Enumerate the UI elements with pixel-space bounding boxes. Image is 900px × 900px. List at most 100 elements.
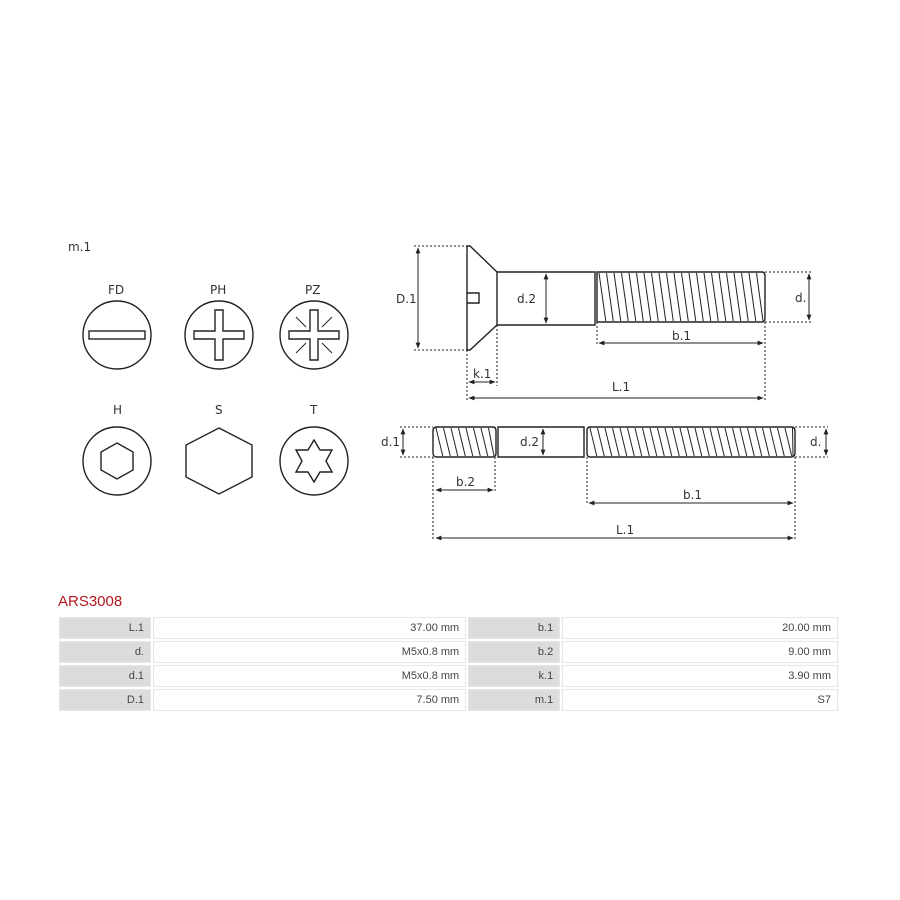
thread-line xyxy=(606,272,614,322)
thread-line xyxy=(488,427,495,457)
thread-line xyxy=(754,427,763,457)
dim-b2: b.2 xyxy=(456,475,475,489)
thread-line xyxy=(666,272,674,322)
thread-line xyxy=(732,427,740,457)
spec-label: b.2 xyxy=(468,641,561,663)
thread-line xyxy=(443,427,451,457)
thread-line xyxy=(733,272,742,322)
drive-label: FD xyxy=(108,283,124,297)
thread-line xyxy=(777,427,785,457)
thread-line xyxy=(792,427,794,457)
dim-d2: d.2 xyxy=(520,435,539,449)
thread-line xyxy=(597,427,605,457)
spec-value: 20.00 mm xyxy=(562,617,838,639)
hex-head-icon: S xyxy=(185,403,253,495)
spec-value: M5x0.8 mm xyxy=(153,665,467,687)
thread-line xyxy=(741,272,749,322)
spec-value: 3.90 mm xyxy=(562,665,838,687)
thread-line xyxy=(658,272,667,322)
thread-line xyxy=(619,427,628,457)
thread-line xyxy=(480,427,489,457)
phillips-drive-icon: PH xyxy=(184,283,254,370)
drive-label: H xyxy=(113,403,122,417)
thread-line xyxy=(718,272,727,322)
drive-label: PH xyxy=(210,283,226,297)
thread-line xyxy=(621,272,629,322)
thread-line xyxy=(702,427,710,457)
drive-types-heading: m.1 xyxy=(68,240,91,254)
spec-label: d. xyxy=(59,641,151,663)
stud-drawing: d.1 d.2 d. b.2 b.1 L.1 xyxy=(381,426,829,541)
thread-line xyxy=(642,427,650,457)
thread-line xyxy=(643,272,652,322)
thread-line xyxy=(613,272,622,322)
thread-line xyxy=(598,272,607,322)
spec-value: S7 xyxy=(562,689,838,711)
spec-value: 37.00 mm xyxy=(153,617,467,639)
thread-line xyxy=(694,427,703,457)
thread-line xyxy=(711,272,719,322)
thread-line xyxy=(688,272,697,322)
thread-line xyxy=(628,272,637,322)
dim-d: d. xyxy=(810,435,821,449)
thread-line xyxy=(703,272,712,322)
thread-line xyxy=(756,272,764,322)
slotted-drive-icon: FD xyxy=(82,283,152,370)
thread-line xyxy=(589,427,598,457)
thread-line xyxy=(450,427,459,457)
thread-line xyxy=(435,427,444,457)
drive-label: T xyxy=(309,403,318,417)
pozidriv-drive-icon: PZ xyxy=(279,283,349,370)
thread-line xyxy=(627,427,635,457)
spec-label: k.1 xyxy=(468,665,561,687)
thread-line xyxy=(709,427,718,457)
product-code: ARS3008 xyxy=(58,593,123,610)
thread-line xyxy=(649,427,658,457)
dim-d1: d.1 xyxy=(381,435,400,449)
spec-label: D.1 xyxy=(59,689,151,711)
thread-line xyxy=(724,427,733,457)
thread-line xyxy=(657,427,665,457)
thread-line xyxy=(458,427,466,457)
dim-L1: L.1 xyxy=(612,380,630,394)
spec-value: M5x0.8 mm xyxy=(153,641,467,663)
torx-drive-icon: T xyxy=(279,403,349,496)
thread-line xyxy=(672,427,680,457)
thread-line xyxy=(748,272,757,322)
thread-line xyxy=(634,427,643,457)
thread-line xyxy=(673,272,682,322)
spec-label: d.1 xyxy=(59,665,151,687)
dim-d2: d.2 xyxy=(517,292,536,306)
thread-line xyxy=(696,272,704,322)
drive-label: S xyxy=(215,403,223,417)
spec-value: 9.00 mm xyxy=(562,641,838,663)
drive-label: PZ xyxy=(305,283,320,297)
thread-line xyxy=(679,427,688,457)
dim-D1: D.1 xyxy=(396,292,417,306)
dim-b1: b.1 xyxy=(672,329,691,343)
thread-line xyxy=(739,427,748,457)
spec-label: m.1 xyxy=(468,689,561,711)
spec-label: L.1 xyxy=(59,617,151,639)
thread-line xyxy=(612,427,620,457)
thread-line xyxy=(604,427,613,457)
thread-line xyxy=(681,272,689,322)
thread-line xyxy=(465,427,474,457)
spec-value: 7.50 mm xyxy=(153,689,467,711)
thread-line xyxy=(717,427,725,457)
hex-socket-drive-icon: H xyxy=(82,403,152,496)
thread-line xyxy=(664,427,673,457)
dim-k1: k.1 xyxy=(473,367,491,381)
thread-line xyxy=(769,427,778,457)
thread-line xyxy=(784,427,793,457)
technical-drawing: m.1 FD PH PZ H S T xyxy=(68,240,829,541)
thread-line xyxy=(687,427,695,457)
countersunk-screw-drawing: D.1 d.2 d. b.1 k.1 L.1 xyxy=(396,245,812,401)
thread-line xyxy=(473,427,481,457)
thread-line xyxy=(726,272,734,322)
